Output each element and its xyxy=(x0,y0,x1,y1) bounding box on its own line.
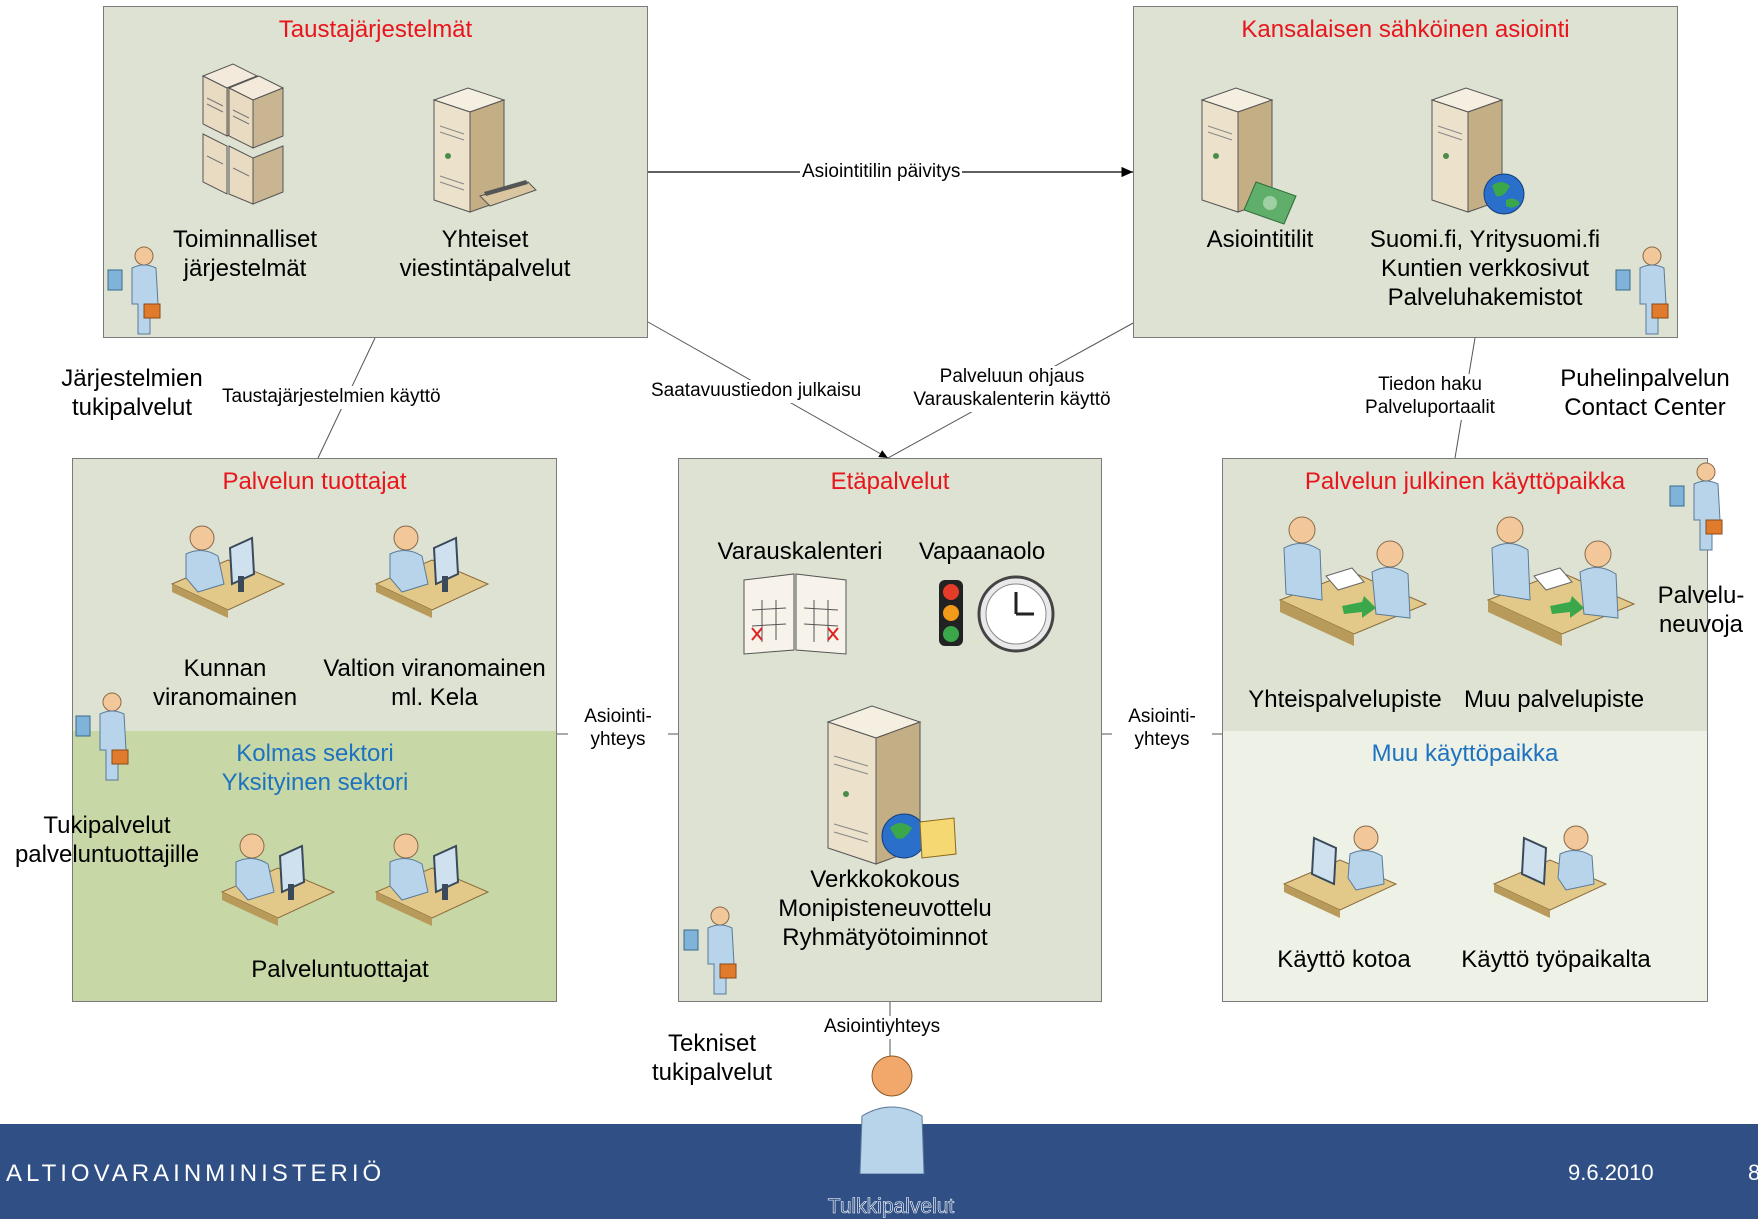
taustajarjestelmien-kaytto-label: Taustajärjestelmien käyttö xyxy=(222,386,441,409)
julkinen-title: Palvelun julkinen käyttöpaikka xyxy=(1304,468,1626,495)
person-at-desk-icon xyxy=(374,525,490,618)
vapaanaolo-label: Vapaanaolo xyxy=(918,538,1046,565)
person-at-desk-icon xyxy=(374,833,490,926)
tulkkipalvelut-label: Tulkkipalvelut xyxy=(827,1195,955,1219)
person-at-desk-icon xyxy=(220,833,336,926)
saatavuustiedon-julkaisu-label: Saatavuustiedon julkaisu xyxy=(651,380,862,403)
person-at-desk-icon xyxy=(170,525,286,618)
server-icon xyxy=(1430,87,1525,215)
meeting-icon xyxy=(1486,516,1636,646)
person-at-desk-icon xyxy=(1492,825,1608,918)
server-icon xyxy=(1200,87,1297,225)
person-briefcase-icon xyxy=(683,906,737,995)
server-rack-icon xyxy=(201,63,285,205)
kaytto-tyopaikalta-label: Käyttö työpaikalta xyxy=(1461,946,1651,973)
tiedon-haku-label: Tiedon haku Palveluportaalit xyxy=(1355,374,1505,420)
sector-area xyxy=(73,731,556,1001)
server-icon xyxy=(826,705,957,865)
footer-org: ALTIOVARAINMINISTERIÖ xyxy=(6,1160,386,1187)
interpreter-person-icon xyxy=(859,1055,925,1174)
etapalvelut-title: Etäpalvelut xyxy=(830,468,950,495)
person-briefcase-icon xyxy=(1669,462,1723,551)
person-at-desk-icon xyxy=(1282,825,1398,918)
tekniset-tukipalvelut-label: Tekniset tukipalvelut xyxy=(651,1030,773,1086)
tuottajat-title: Palvelun tuottajat xyxy=(222,468,407,495)
taustajarjestelmat-box xyxy=(103,6,648,338)
asiointiyhteys-right-label: Asiointi- yhteys xyxy=(1112,706,1212,752)
kaytto-kotoa-label: Käyttö kotoa xyxy=(1277,946,1411,973)
viestintapalvelut-label: Yhteiset viestintäpalvelut xyxy=(399,226,571,282)
asiointiyhteys-bottom-label: Asiointiyhteys xyxy=(824,1016,941,1039)
valtion-viranomainen-label: Valtion viranomainen ml. Kela xyxy=(323,655,546,711)
palveluun-ohjaus-label: Palveluun ohjaus Varauskalenterin käyttö xyxy=(898,366,1126,412)
server-icon xyxy=(432,87,537,213)
footer-page: 8 xyxy=(1748,1160,1758,1185)
sector-label: Kolmas sektori Yksityinen sektori xyxy=(221,740,409,796)
varauskalenteri-label: Varauskalenteri xyxy=(717,538,883,565)
calendar-icon xyxy=(743,573,847,655)
asiointitilin-paivitys-label: Asiointitilin päivitys xyxy=(800,161,963,184)
jarjestelmien-tukipalvelut-label: Järjestelmien tukipalvelut xyxy=(61,365,203,421)
clock-icon xyxy=(977,575,1055,653)
asiointitilit-label: Asiointitilit xyxy=(1206,226,1314,253)
taustajarjestelmat-title: Taustajärjestelmät xyxy=(278,16,473,43)
verkkokokous-label: Verkkokokous Monipisteneuvottelu Ryhmäty… xyxy=(778,866,992,951)
kunnan-viranomainen-label: Kunnan viranomainen xyxy=(152,655,298,711)
meeting-icon xyxy=(1278,516,1428,646)
tukipalvelut-tuottajille-label: Tukipalvelut palveluntuottajille xyxy=(14,812,200,868)
toiminnalliset-label: Toiminnalliset järjestelmät xyxy=(172,226,324,282)
person-briefcase-icon xyxy=(75,692,129,781)
puhelinpalvelun-label: Puhelinpalvelun Contact Center xyxy=(1560,365,1730,421)
muu-kayttopaikka-title: Muu käyttöpaikka xyxy=(1371,740,1559,767)
asiointiyhteys-left-label: Asiointi- yhteys xyxy=(568,706,668,752)
traffic-light-icon xyxy=(939,580,963,646)
palveluntuottajat-label: Palveluntuottajat xyxy=(251,956,429,983)
yhteispalvelupiste-label: Yhteispalvelupiste xyxy=(1248,686,1442,713)
muu-kayttopaikka-area xyxy=(1223,731,1707,1001)
kansalaisen-title: Kansalaisen sähköinen asiointi xyxy=(1241,16,1570,43)
person-briefcase-icon xyxy=(107,246,161,335)
person-briefcase-icon xyxy=(1615,246,1669,335)
footer-date: 9.6.2010 xyxy=(1568,1160,1654,1185)
portaalit-label: Suomi.fi, Yritysuomi.fi Kuntien verkkosi… xyxy=(1369,226,1601,311)
palveluneuvoja-label: Palvelu- neuvoja xyxy=(1657,582,1745,638)
muu-palvelupiste-label: Muu palvelupiste xyxy=(1463,686,1645,713)
